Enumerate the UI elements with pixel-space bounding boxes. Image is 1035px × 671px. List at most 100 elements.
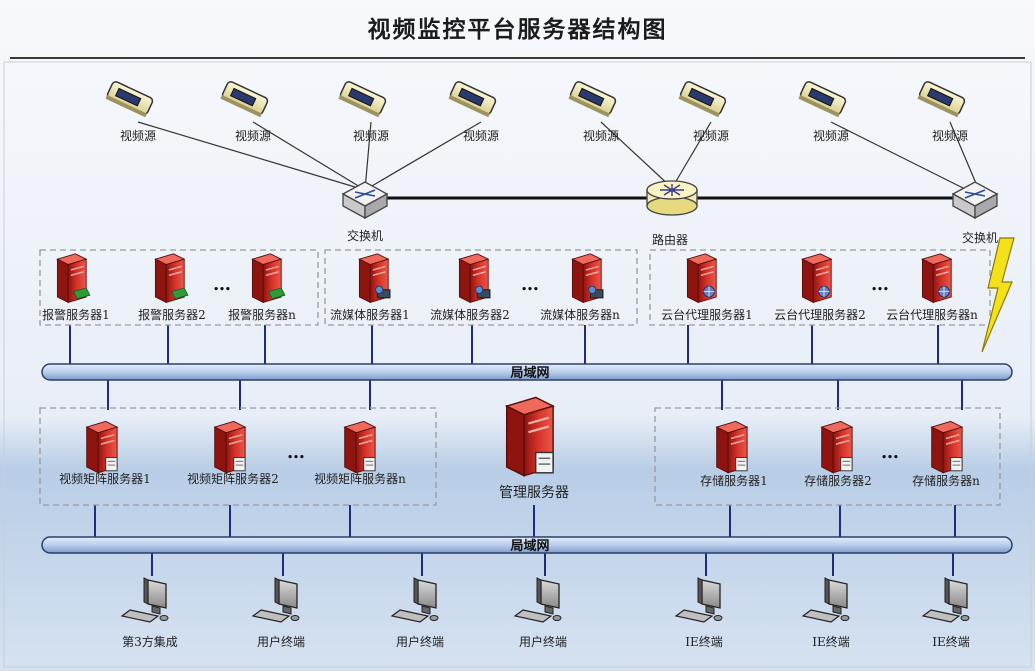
- alarm-badge-icon: [72, 287, 91, 300]
- switch-side-right: [364, 192, 388, 220]
- media-badge-icon: [475, 285, 484, 294]
- video-source-label: 视频源: [463, 128, 499, 143]
- matrix-server-label: 视频矩阵服务器n: [314, 471, 406, 486]
- camera-base: [798, 95, 840, 118]
- camera-base: [568, 95, 610, 118]
- monitor-screen: [828, 579, 848, 609]
- terminal-icon: [513, 577, 562, 623]
- server-drive-slot: [528, 416, 550, 425]
- monitor-side: [143, 577, 149, 605]
- alarm-badge-icon: [170, 287, 189, 300]
- camera-lens-slot: [577, 87, 605, 107]
- alarm-server-icon: [56, 253, 91, 304]
- video-source-label: 视频源: [583, 128, 619, 143]
- stream-server-icon: [458, 253, 491, 304]
- camera-link: [364, 121, 482, 191]
- server-drive-slot: [372, 271, 386, 277]
- server-drive-slot: [815, 271, 829, 277]
- ptz-badge-icon: [818, 286, 830, 298]
- server-side: [56, 258, 69, 304]
- media-badge-icon: [588, 285, 597, 294]
- video-source-icon: [448, 81, 497, 118]
- storage-server-label: 存储服务器1: [700, 473, 768, 488]
- terminal-icon: [120, 577, 169, 623]
- terminal-label: 第3方集成: [122, 634, 178, 649]
- terminal-icon: [674, 577, 723, 623]
- video-source-label: 视频源: [353, 128, 389, 143]
- lan-bus-bottom: [41, 536, 1013, 554]
- stream-server-icon: [571, 253, 604, 304]
- terminal-label: 用户终端: [396, 634, 444, 649]
- camera-lens-slot: [926, 87, 954, 107]
- monitor-screen: [701, 579, 721, 609]
- keyboard: [921, 609, 961, 623]
- storage-server-label: 存储服务器2: [804, 473, 872, 488]
- ellipsis-text: …: [871, 274, 889, 295]
- server-drive-slot: [730, 439, 745, 445]
- video-source-label: 视频源: [235, 128, 271, 143]
- switch-arrows-icon: [964, 189, 986, 199]
- server-side: [801, 258, 814, 304]
- camera-lens-slot: [114, 87, 142, 107]
- camera-base: [917, 95, 959, 118]
- terminal-label: IE终端: [932, 634, 970, 649]
- monitor-stand: [705, 605, 715, 615]
- camera-link: [364, 121, 372, 191]
- storage-server-group: [654, 407, 1001, 506]
- mouse: [429, 615, 439, 621]
- server-drive-slot: [472, 271, 486, 277]
- camera-link: [671, 121, 712, 189]
- ptz-badge-icon: [938, 286, 950, 298]
- keyboard: [390, 609, 430, 623]
- mouse: [960, 615, 970, 621]
- camera-base: [448, 95, 490, 118]
- matrix-server-label: 视频矩阵服务器2: [187, 471, 279, 486]
- server-drive-slot: [168, 265, 182, 271]
- title-divider: [10, 57, 1025, 59]
- monitor-stand: [952, 605, 962, 615]
- camera-lens-slot: [457, 87, 485, 107]
- terminal-icon: [801, 577, 850, 623]
- keyboard: [513, 609, 553, 623]
- doc-badge-icon: [363, 457, 376, 472]
- server-drive-slot: [168, 271, 182, 277]
- camera-lens-slot: [807, 87, 835, 107]
- alarm-server-label: 报警服务器n: [228, 307, 296, 322]
- terminal-label: IE终端: [812, 634, 850, 649]
- switch-right-label: 交换机: [962, 230, 998, 245]
- doc-badge-icon: [735, 457, 748, 472]
- monitor-screen: [278, 579, 298, 609]
- video-source-label: 视频源: [120, 128, 156, 143]
- mouse: [552, 615, 562, 621]
- server-drive-slot: [945, 439, 960, 445]
- camera-link: [949, 121, 979, 189]
- video-source-icon: [220, 81, 269, 118]
- server-side: [505, 404, 525, 477]
- camera-lens-slot: [347, 87, 375, 107]
- monitor-side: [824, 577, 830, 605]
- doc-badge-icon: [840, 457, 853, 472]
- server-drive-slot: [228, 434, 243, 440]
- video-source-icon: [917, 81, 966, 118]
- terminal-label: IE终端: [685, 634, 723, 649]
- monitor-side: [536, 577, 542, 605]
- ellipsis-text: …: [881, 442, 899, 463]
- stream-server-icon: [358, 253, 391, 304]
- alarm-server-icon: [154, 253, 189, 304]
- server-drive-slot: [358, 439, 373, 445]
- video-source-icon: [678, 81, 727, 118]
- terminal-icon: [251, 577, 300, 623]
- storage-server-icon: [930, 420, 964, 474]
- monitor-screen: [417, 579, 437, 609]
- server-drive-slot: [265, 265, 279, 271]
- video-source-icon: [338, 81, 387, 118]
- server-drive-slot: [358, 434, 373, 440]
- storage-server-label: 存储服务器n: [912, 473, 980, 488]
- server-side: [571, 258, 584, 304]
- server-drive-slot: [100, 439, 115, 445]
- video-source-icon: [798, 81, 847, 118]
- media-badge-icon: [476, 289, 491, 299]
- lan-bus-bottom-label: 局域网: [510, 538, 549, 554]
